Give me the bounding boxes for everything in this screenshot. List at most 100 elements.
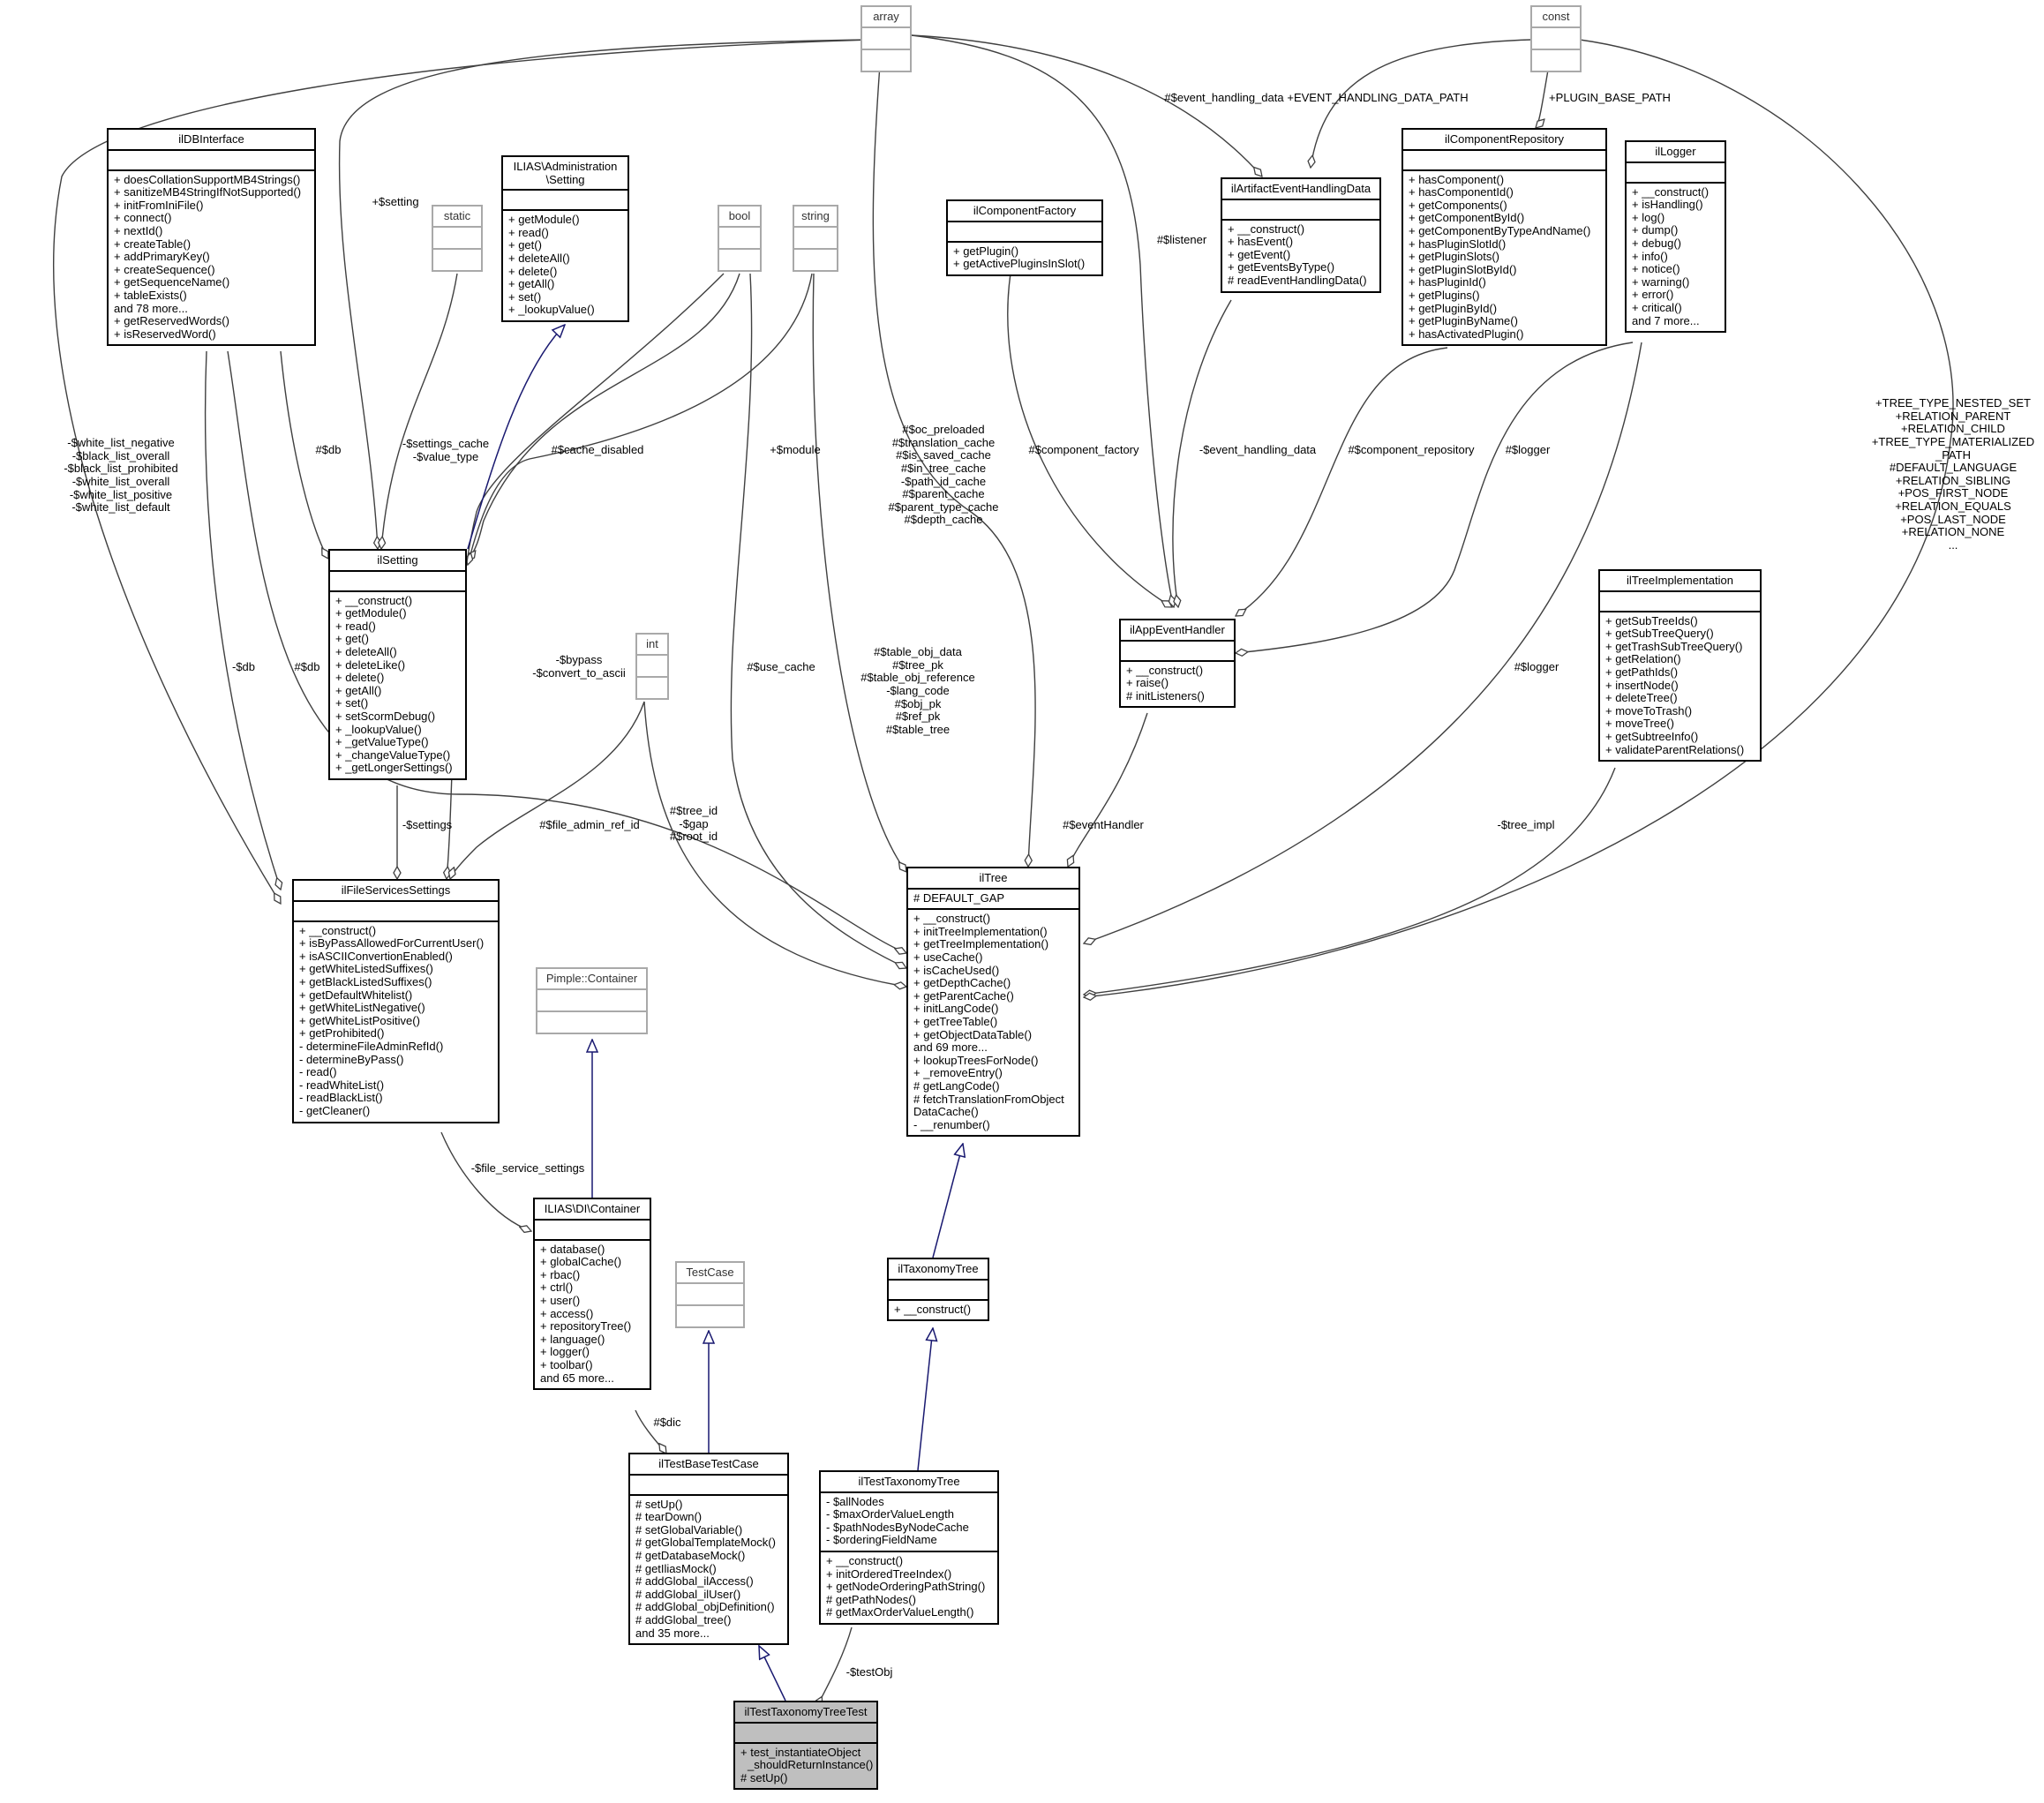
- methods-section: [794, 247, 837, 270]
- method: + sanitizeMB4StringIfNotSupported(): [114, 185, 302, 199]
- class-node-bool[interactable]: bool: [718, 205, 762, 272]
- class-name: ILIAS\DI\Container: [544, 1202, 641, 1215]
- edge-settings-cache: [381, 273, 458, 549]
- class-name: ilTestBaseTestCase: [658, 1457, 759, 1470]
- class-node-int[interactable]: int: [635, 633, 669, 700]
- inherit-test: [759, 1646, 786, 1702]
- edge-label-white-list: -$white_list_negative-$black_list_overal…: [64, 436, 178, 515]
- class-name: ilDBInterface: [178, 132, 244, 146]
- method: + getComponents(): [1409, 198, 1507, 212]
- class-name: ILIAS\Administration \Setting: [513, 160, 618, 186]
- class-node-iltesttaxonomytree[interactable]: ilTestTaxonomyTree - $allNodes - $maxOrd…: [819, 1470, 999, 1625]
- class-node-const[interactable]: const: [1530, 5, 1582, 72]
- method: + moveToTrash(): [1605, 703, 1693, 717]
- class-node-illogger[interactable]: ilLogger + __construct() + isHandling() …: [1625, 140, 1726, 334]
- edge-event-handling-data: [1172, 299, 1232, 607]
- class-node-iltree[interactable]: ilTree # DEFAULT_GAP + __construct() + i…: [906, 867, 1080, 1138]
- method: # getGlobalTemplateMock(): [635, 1536, 776, 1550]
- method: + getTreeTable(): [913, 1014, 998, 1028]
- class-node-di-container[interactable]: ILIAS\DI\Container + database() + global…: [533, 1198, 651, 1391]
- class-node-ilcomponentrepository[interactable]: ilComponentRepository + hasComponent() +…: [1401, 128, 1607, 347]
- edge-setting: [338, 39, 870, 549]
- class-node-ilcomponentfactory[interactable]: ilComponentFactory + getPlugin() + getAc…: [946, 199, 1103, 276]
- method: - determineFileAdminRefId(): [299, 1039, 444, 1053]
- method: # addGlobal_ilUser(): [635, 1587, 741, 1601]
- method: - __renumber(): [913, 1117, 990, 1131]
- class-name: bool: [728, 209, 751, 222]
- class-node-static[interactable]: static: [432, 205, 483, 272]
- class-name: ilAppEventHandler: [1130, 623, 1225, 636]
- attributes-section: [1403, 148, 1605, 169]
- edge-label-db-fss: -$db: [231, 660, 256, 673]
- class-node-testcase[interactable]: TestCase: [675, 1261, 745, 1328]
- class-node-ilfileservicessettings[interactable]: ilFileServicesSettings + __construct() +…: [292, 879, 500, 1123]
- method: + _getLongerSettings(): [335, 761, 453, 775]
- class-name: ilTreeImplementation: [1627, 574, 1733, 587]
- class-name: int: [646, 637, 658, 650]
- edge-label-logger-aeh: #$logger: [1505, 443, 1551, 456]
- edge-label-file-service-settings: -$file_service_settings: [470, 1161, 585, 1175]
- edge-label-db-tree: #$db: [294, 660, 320, 673]
- method: + getTreeImplementation(): [913, 937, 1049, 951]
- method: + hasEvent(): [1228, 235, 1294, 249]
- attributes-section: [109, 148, 314, 169]
- attributes-section: [794, 225, 837, 248]
- method: + isASCIIConvertionEnabled(): [299, 949, 453, 963]
- method: + getPathIds(): [1605, 665, 1679, 679]
- method: + __construct(): [299, 923, 377, 937]
- method: + getSubtreeInfo(): [1605, 729, 1699, 743]
- method: + validateParentRelations(): [1605, 742, 1745, 756]
- method: # readEventHandlingData(): [1228, 273, 1367, 287]
- class-node-pimple-container[interactable]: Pimple::Container: [536, 967, 648, 1034]
- class-node-administration-setting[interactable]: ILIAS\Administration \Setting + getModul…: [501, 155, 629, 322]
- method: + hasPluginSlotId(): [1409, 237, 1507, 251]
- class-node-iltestbasetestcase[interactable]: ilTestBaseTestCase # setUp() # tearDown(…: [628, 1453, 789, 1646]
- method: # setUp(): [740, 1770, 788, 1784]
- method: + getComponentById(): [1409, 211, 1525, 225]
- class-node-ildbinterface[interactable]: ilDBInterface + doesCollationSupportMB4S…: [107, 128, 316, 347]
- methods-section: + getSubTreeIds() + getSubTreeQuery() + …: [1600, 610, 1760, 761]
- edge-label-test-obj: -$testObj: [845, 1665, 893, 1679]
- method: + getDepthCache(): [913, 976, 1011, 990]
- inherit-taxonomytree: [932, 1144, 963, 1258]
- method: + set(): [335, 696, 369, 710]
- class-node-iltesttaxonomytreetest[interactable]: ilTestTaxonomyTreeTest + test_instantiat…: [733, 1701, 878, 1791]
- method: and 65 more...: [540, 1371, 614, 1385]
- methods-section: [433, 247, 481, 270]
- class-node-ilappeventhandler[interactable]: ilAppEventHandler + __construct() + rais…: [1119, 619, 1236, 709]
- method: - read(): [299, 1065, 337, 1079]
- edge-tree-impl: [1084, 767, 1616, 995]
- attributes-section: [948, 220, 1101, 241]
- class-name: ilTaxonomyTree: [898, 1262, 979, 1275]
- class-node-ilsetting[interactable]: ilSetting + __construct() + getModule() …: [328, 549, 467, 780]
- class-node-array[interactable]: array: [860, 5, 912, 72]
- method: + log(): [1632, 210, 1665, 224]
- class-node-iltreeimplementation[interactable]: ilTreeImplementation + getSubTreeIds() +…: [1598, 569, 1762, 763]
- method: # getMaxOrderValueLength(): [826, 1605, 974, 1619]
- edge-label-table: #$table_obj_data#$tree_pk#$table_obj_ref…: [860, 645, 975, 736]
- method: + initFromIniFile(): [114, 198, 204, 212]
- method: - determineByPass(): [299, 1052, 404, 1066]
- method: + doesCollationSupportMB4Strings(): [114, 172, 301, 186]
- method: + getAll(): [508, 277, 555, 291]
- edge-event-handling-data-arr: [911, 34, 1262, 177]
- class-node-iltaxonomytree[interactable]: ilTaxonomyTree + __construct(): [887, 1258, 989, 1322]
- method: + getWhiteListPositive(): [299, 1013, 420, 1027]
- method: - readWhiteList(): [299, 1078, 385, 1092]
- method: + setScormDebug(): [335, 709, 436, 723]
- method: + _lookupValue(): [508, 303, 595, 317]
- edge-module: [468, 273, 813, 565]
- method: and 7 more...: [1632, 313, 1700, 327]
- methods-section: + __construct(): [889, 1298, 988, 1320]
- method: + get(): [508, 238, 542, 252]
- methods-section: [637, 675, 667, 698]
- method: + rbac(): [540, 1267, 581, 1281]
- method: + delete(): [335, 671, 385, 685]
- class-node-string[interactable]: string: [793, 205, 838, 272]
- edge-db-fss: [204, 350, 281, 890]
- class-node-ilartifacteventhandlingdata[interactable]: ilArtifactEventHandlingData + __construc…: [1221, 177, 1381, 293]
- edge-label-dic: #$dic: [653, 1416, 681, 1429]
- method: + isByPassAllowedForCurrentUser(): [299, 936, 485, 950]
- attributes-section: [735, 1721, 876, 1742]
